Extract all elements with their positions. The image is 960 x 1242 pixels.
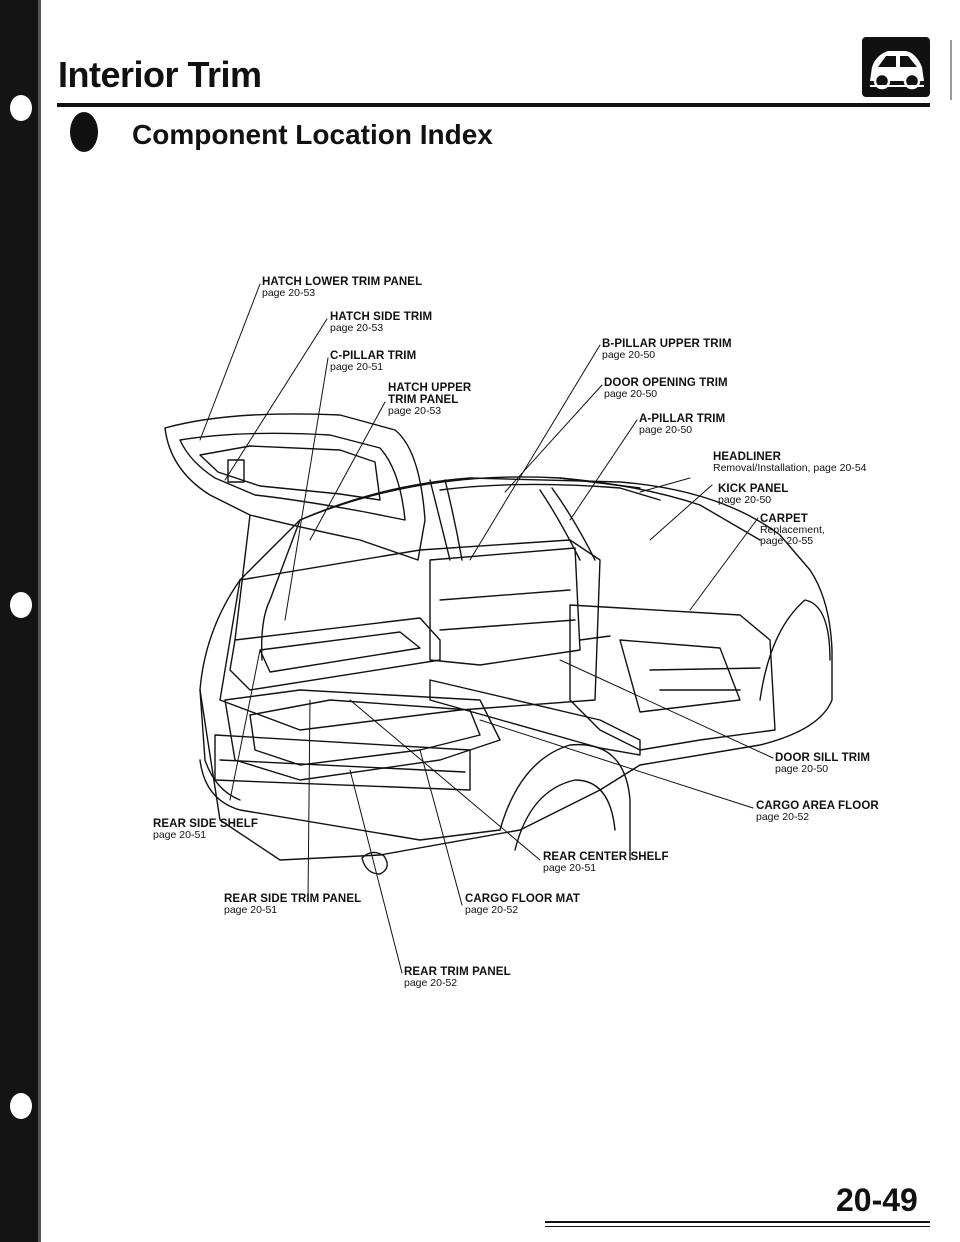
page-edge-mark	[950, 40, 952, 100]
front-wheel-arch	[759, 599, 831, 701]
binder-edge	[38, 0, 41, 1242]
hatch-glass	[199, 445, 381, 501]
callout-b-pillar-upper-trim: B-PILLAR UPPER TRIM page 20-50	[602, 338, 732, 362]
callout-rear-side-trim-panel: REAR SIDE TRIM PANEL page 20-51	[224, 893, 362, 917]
hatch-lid	[164, 413, 426, 561]
callout-rear-side-shelf: REAR SIDE SHELF page 20-51	[153, 818, 259, 842]
rear-quarter	[199, 689, 241, 801]
hatch-inner	[179, 432, 406, 521]
callout-cargo-floor-mat: CARGO FLOOR MAT page 20-52	[465, 893, 580, 917]
callout-headliner: HEADLINER Removal/Installation, page 20-…	[713, 451, 867, 475]
door-sill	[429, 679, 641, 756]
section-subtitle: Component Location Index	[132, 119, 493, 150]
floor-carpet-tunnel	[619, 639, 741, 713]
car-hatchback-icon	[862, 37, 930, 97]
callout-c-pillar-trim: C-PILLAR TRIM page 20-51	[330, 350, 417, 374]
car-body-outline	[199, 477, 833, 861]
footer-rule	[545, 1221, 930, 1223]
callout-rear-center-shelf: REAR CENTER SHELF page 20-51	[543, 851, 669, 875]
cargo-mat	[249, 699, 481, 766]
callout-door-opening-trim: DOOR OPENING TRIM page 20-50	[604, 377, 728, 401]
exhaust	[361, 851, 388, 875]
c-pillar	[234, 514, 301, 661]
section-bullet	[70, 112, 98, 152]
rear-trim-panel	[214, 734, 471, 791]
rear-wheel	[514, 779, 616, 851]
rear-wheel-arch	[499, 743, 631, 861]
page-number: 20-49	[836, 1182, 918, 1218]
b-pillar	[429, 479, 463, 561]
floor-carpet	[569, 604, 776, 751]
callout-a-pillar-trim: A-PILLAR TRIM page 20-50	[639, 413, 726, 437]
callout-door-sill-trim: DOOR SILL TRIM page 20-50	[775, 752, 871, 776]
windshield-line	[559, 477, 761, 541]
callout-carpet: CARPET Replacement, page 20-55	[760, 513, 825, 548]
rear-seat	[429, 547, 581, 666]
callout-hatch-side-trim: HATCH SIDE TRIM page 20-53	[330, 311, 433, 335]
callout-hatch-upper-trim-panel: HATCH UPPER TRIM PANEL page 20-53	[388, 382, 472, 418]
binder-hole	[10, 592, 32, 618]
cargo-opening	[219, 539, 601, 731]
leader-lines	[199, 283, 774, 974]
hatch-handle	[227, 459, 245, 483]
rear-bumper	[199, 759, 501, 841]
rear-shelf	[229, 617, 441, 691]
rear-seat-line	[439, 589, 576, 631]
callout-hatch-lower-trim-panel: HATCH LOWER TRIM PANEL page 20-53	[262, 276, 423, 300]
title-rule	[57, 103, 930, 107]
headliner	[439, 483, 661, 501]
footer-rule	[545, 1226, 930, 1227]
floor-carpet-detail	[579, 635, 761, 691]
binder-hole	[10, 95, 32, 121]
callout-kick-panel: KICK PANEL page 20-50	[718, 483, 789, 507]
callout-cargo-area-floor: CARGO AREA FLOOR page 20-52	[756, 800, 879, 824]
a-pillar	[539, 487, 596, 561]
binder-hole	[10, 1093, 32, 1119]
rear-shelf-inner	[259, 631, 421, 673]
callout-rear-trim-panel: REAR TRIM PANEL page 20-52	[404, 966, 511, 990]
roof-line	[299, 476, 641, 521]
binder-strip	[0, 0, 38, 1242]
page-title: Interior Trim	[58, 54, 262, 95]
